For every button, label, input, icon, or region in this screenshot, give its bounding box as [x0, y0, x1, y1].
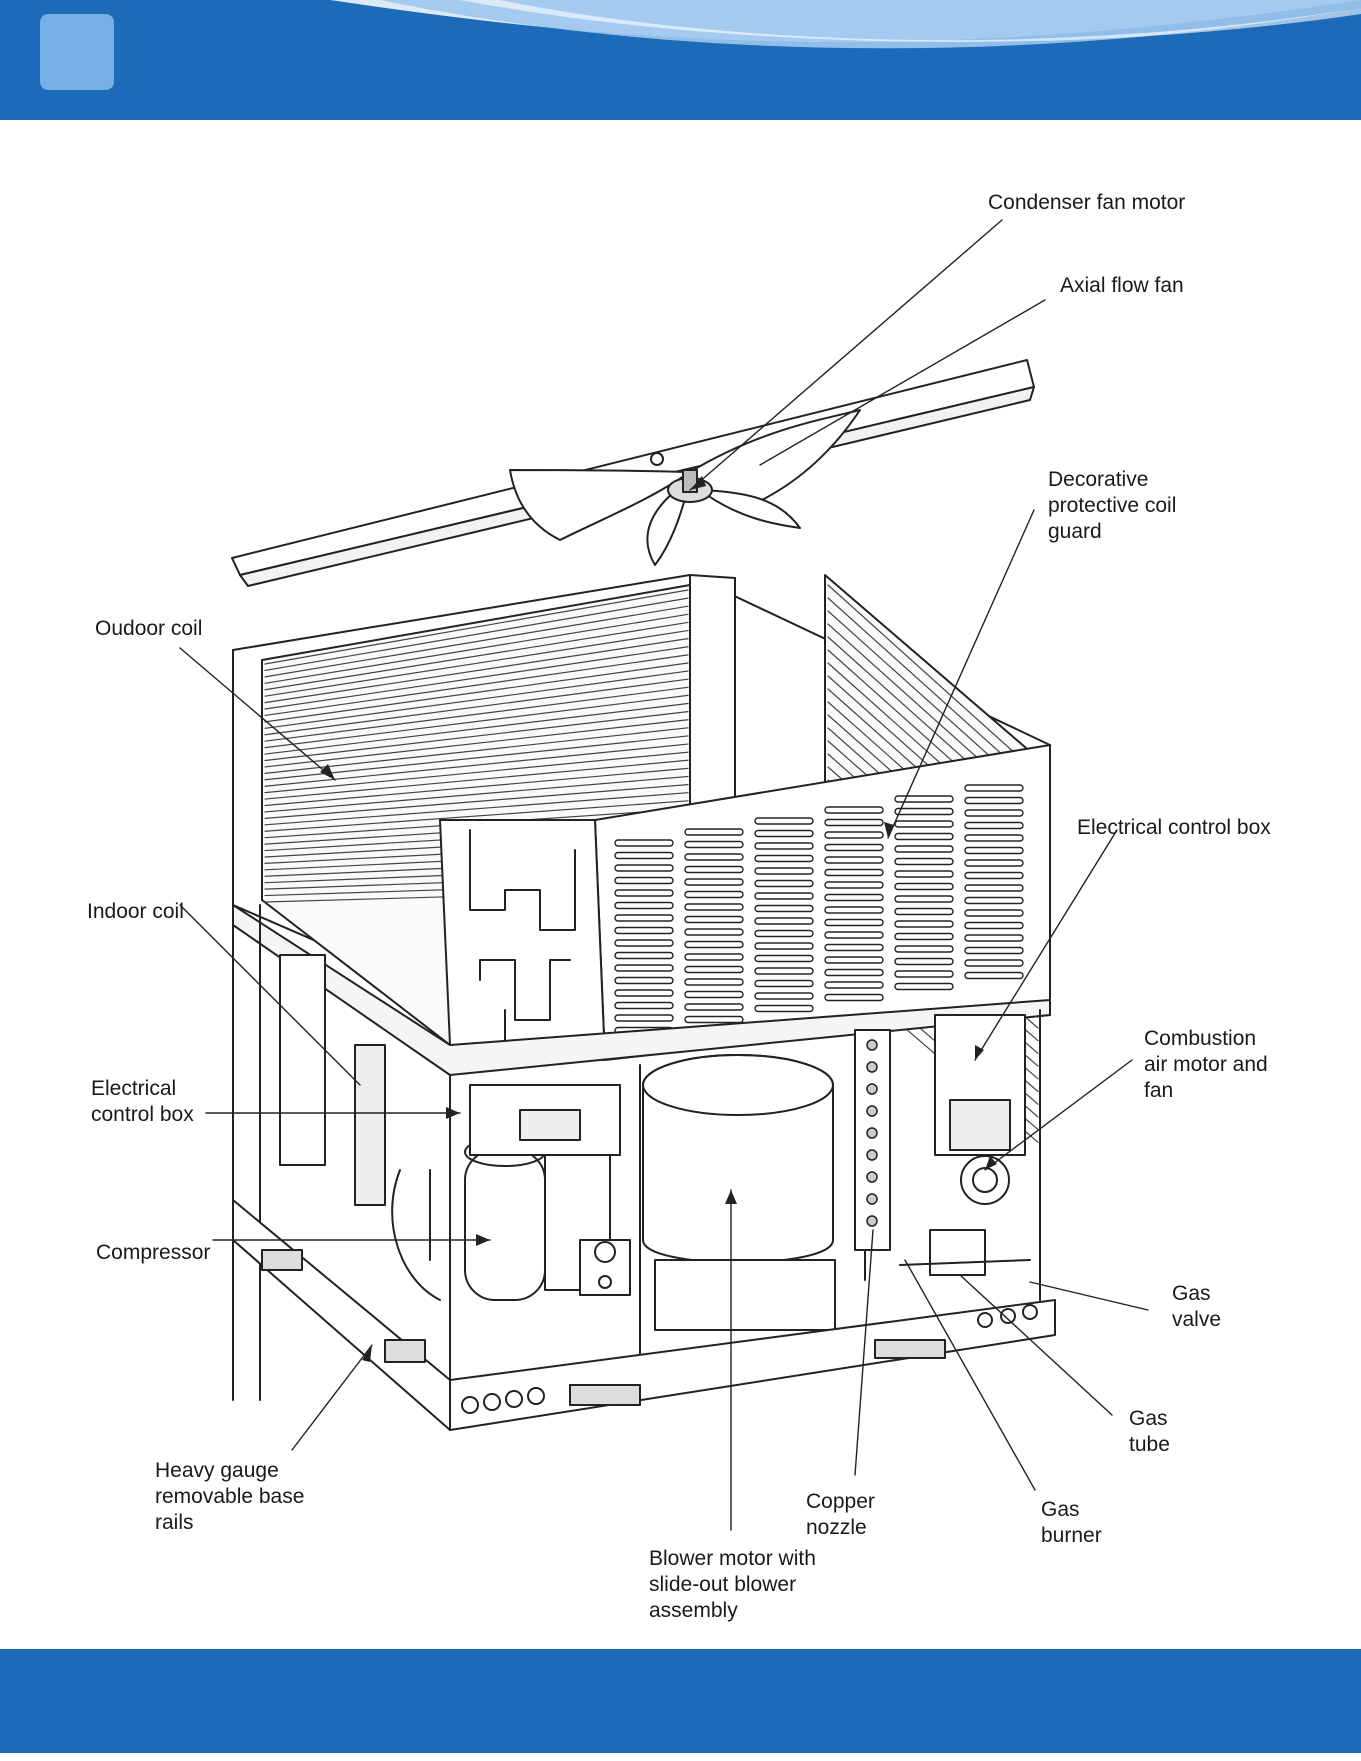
- label-heavy-gauge-base-rails: Heavy gauge removable base rails: [155, 1458, 304, 1536]
- label-electrical-control-box-left: Electrical control box: [91, 1076, 194, 1128]
- axial-fan-blades: [510, 410, 860, 565]
- compressor-drawing: [392, 1138, 630, 1300]
- label-outdoor-coil: Oudoor coil: [95, 616, 202, 642]
- footer-banner: [0, 1649, 1361, 1761]
- label-gas-valve: Gas valve: [1172, 1281, 1221, 1333]
- gas-heat-section: [855, 1015, 1030, 1275]
- label-combustion-air-motor: Combustion air motor and fan: [1144, 1026, 1268, 1104]
- label-axial-flow-fan: Axial flow fan: [1060, 273, 1184, 299]
- label-indoor-coil: Indoor coil: [87, 899, 184, 925]
- label-condenser-fan-motor: Condenser fan motor: [988, 190, 1185, 216]
- label-decorative-coil-guard: Decorative protective coil guard: [1048, 467, 1176, 545]
- label-compressor: Compressor: [96, 1240, 210, 1266]
- label-gas-burner: Gas burner: [1041, 1497, 1102, 1549]
- label-blower-motor: Blower motor with slide-out blower assem…: [649, 1546, 816, 1624]
- footer-rule: [0, 1751, 1361, 1761]
- label-copper-nozzle: Copper nozzle: [806, 1489, 875, 1541]
- refrigerant-piping: [440, 820, 605, 1060]
- label-gas-tube: Gas tube: [1129, 1406, 1170, 1458]
- blower-housing: [643, 1055, 835, 1330]
- label-electrical-control-box-right: Electrical control box: [1077, 815, 1271, 841]
